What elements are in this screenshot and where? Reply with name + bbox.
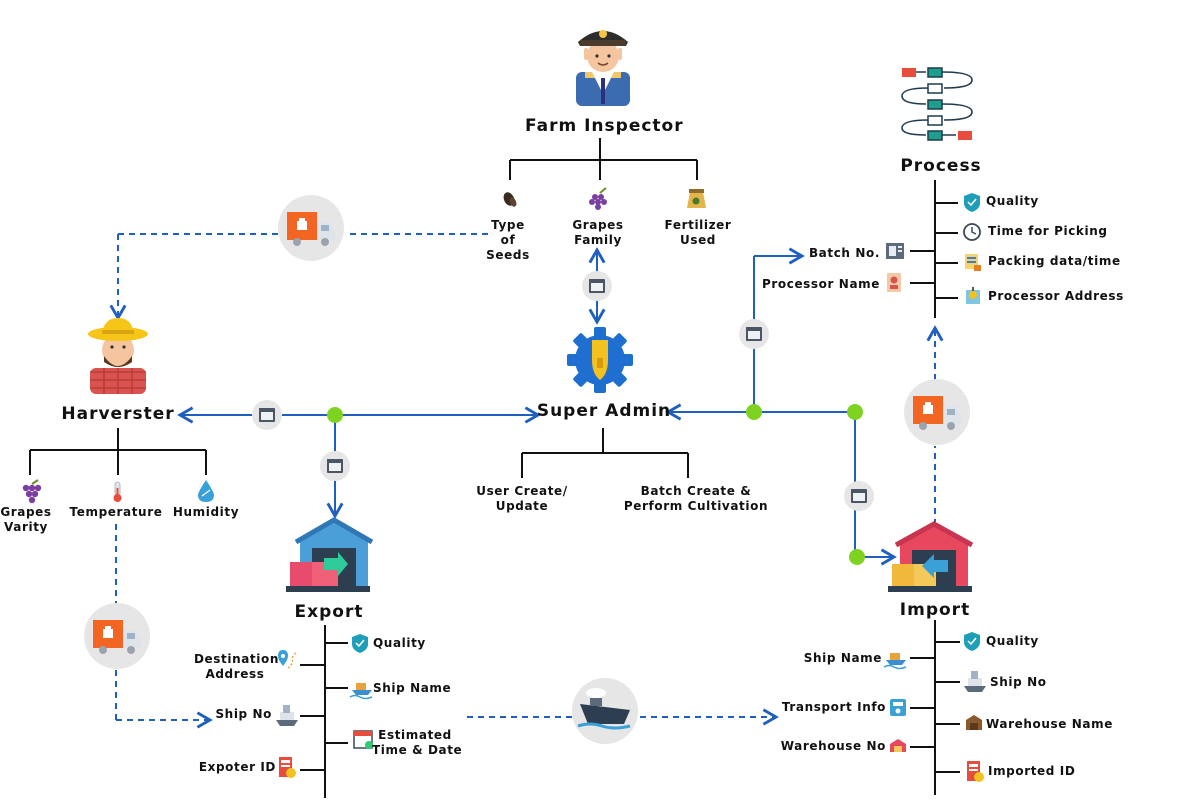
import-title: Import (899, 600, 971, 620)
import-quality-label: Quality (986, 634, 1039, 648)
export-warehouse-icon (286, 517, 374, 592)
imported-id-icon (967, 761, 984, 782)
junction-dot-process (746, 404, 762, 420)
export-quality-label: Quality (373, 636, 426, 650)
document-badge-export (320, 451, 350, 481)
temperature-label: Temperature (69, 505, 163, 519)
transport-info-label: Transport Info (781, 700, 886, 714)
clock-icon (963, 223, 981, 241)
inspector-harvester-dashed-link (109, 233, 488, 321)
warehouse-name-icon (966, 715, 982, 730)
import-ship-name-label: Ship Name (803, 651, 882, 665)
transport-info-icon (890, 699, 906, 716)
temperature-export-dashed-link (115, 524, 213, 729)
farm-inspector-title: Farm Inspector (525, 116, 684, 136)
export-ship-no-icon (276, 705, 298, 726)
batch-no-label: Batch No. (808, 246, 880, 260)
harvester-avatar (88, 318, 148, 394)
humidity-drop-icon (198, 480, 214, 502)
export-tree (300, 625, 348, 798)
thermometer-icon (113, 481, 122, 502)
document-badge-harvester-admin (252, 400, 282, 430)
warehouse-no-label: Warehouse No (780, 739, 886, 753)
export-title: Export (294, 602, 364, 622)
harvester-title: Harverster (61, 404, 175, 424)
exporter-id-icon (279, 757, 296, 778)
packing-label: Packing data/time (988, 254, 1121, 268)
seed-icon (503, 192, 517, 207)
junction-dot-import-arrow (849, 549, 865, 565)
warehouse-name-label: Warehouse Name (986, 717, 1113, 731)
batch-create-label: Batch Create & Perform Cultivation (623, 484, 769, 513)
junction-dot-import (847, 404, 863, 420)
export-ship-name-label: Ship Name (373, 681, 452, 695)
export-ship-no-label: Ship No (215, 707, 272, 721)
grapes-family-label: Grapes Family (572, 218, 624, 247)
export-ship-name-icon (349, 683, 373, 700)
calendar-icon (353, 730, 373, 749)
processor-name-badge-icon (887, 273, 901, 292)
import-ship-name-icon (883, 653, 907, 670)
farm-inspector-avatar (576, 30, 630, 106)
process-title: Process (900, 156, 982, 176)
document-badge-grapes-admin (582, 271, 612, 301)
import-tree (910, 620, 960, 795)
time-for-picking-label: Time for Picking (988, 224, 1108, 238)
process-tree (910, 180, 958, 318)
user-create-label: User Create/ Update (476, 484, 568, 513)
import-ship-no-icon (964, 671, 986, 692)
super-admin-tree (521, 428, 689, 478)
super-admin-title: Super Admin (536, 401, 672, 421)
document-badge-import (844, 481, 874, 511)
processor-name-label: Processor Name (761, 277, 880, 291)
exporter-id-label: Expoter ID (198, 760, 276, 774)
truck-badge-right (904, 379, 970, 445)
process-quality-shield-icon (964, 193, 980, 212)
estimated-time-label: Estimated Time & Date (372, 728, 463, 757)
processor-address-pin-icon (966, 287, 980, 304)
harvester-tree (29, 428, 207, 475)
humidity-label: Humidity (172, 505, 240, 519)
process-quality-label: Quality (986, 194, 1039, 208)
junction-dot-export (327, 407, 343, 423)
fertilizer-icon (687, 189, 706, 208)
destination-map-pin-icon (278, 650, 297, 669)
grapes-varity-icon (22, 479, 42, 504)
grapes-family-icon (589, 187, 607, 210)
warehouse-no-icon (890, 739, 906, 752)
import-ship-no-label: Ship No (990, 675, 1047, 689)
type-of-seeds-label: Type of Seeds (486, 218, 530, 262)
batch-number-icon (886, 243, 904, 259)
imported-id-label: Imported ID (988, 764, 1076, 778)
export-quality-shield-icon (352, 634, 368, 653)
import-warehouse-icon (888, 521, 974, 592)
destination-address-label: Destination Address (194, 652, 279, 681)
packing-clipboard-icon (965, 254, 981, 271)
grapes-varity-label: Grapes Varity (0, 505, 52, 534)
cargo-ship-badge (572, 678, 638, 744)
truck-badge-bottom-left (84, 603, 150, 669)
import-quality-shield-icon (964, 632, 980, 651)
fertilizer-used-label: Fertilizer Used (664, 218, 732, 247)
processor-address-label: Processor Address (988, 289, 1124, 303)
process-flow-icon (901, 67, 973, 141)
farm-inspector-tree (509, 138, 698, 180)
document-badge-process (739, 319, 769, 349)
truck-badge-top-left (278, 195, 344, 261)
super-admin-gear-icon (567, 327, 633, 393)
